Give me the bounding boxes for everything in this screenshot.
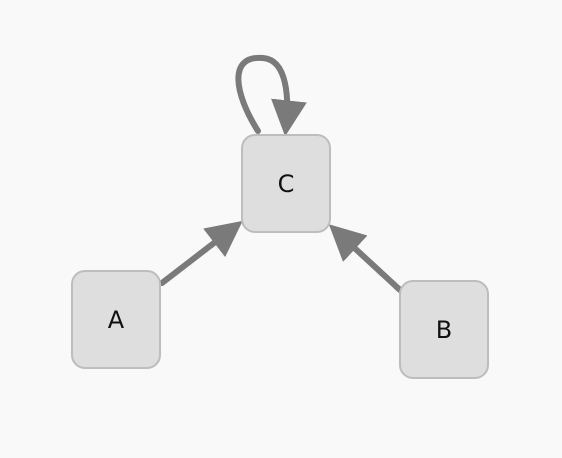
node-a: A bbox=[71, 270, 161, 369]
edge-b-to-c bbox=[328, 224, 403, 293]
node-b: B bbox=[399, 280, 489, 379]
node-a-label: A bbox=[107, 305, 125, 334]
node-c: C bbox=[241, 134, 331, 233]
edge-c-self-loop bbox=[235, 54, 307, 137]
node-b-label: B bbox=[435, 315, 453, 344]
edge-a-to-c bbox=[159, 220, 243, 286]
node-c-label: C bbox=[277, 169, 295, 198]
